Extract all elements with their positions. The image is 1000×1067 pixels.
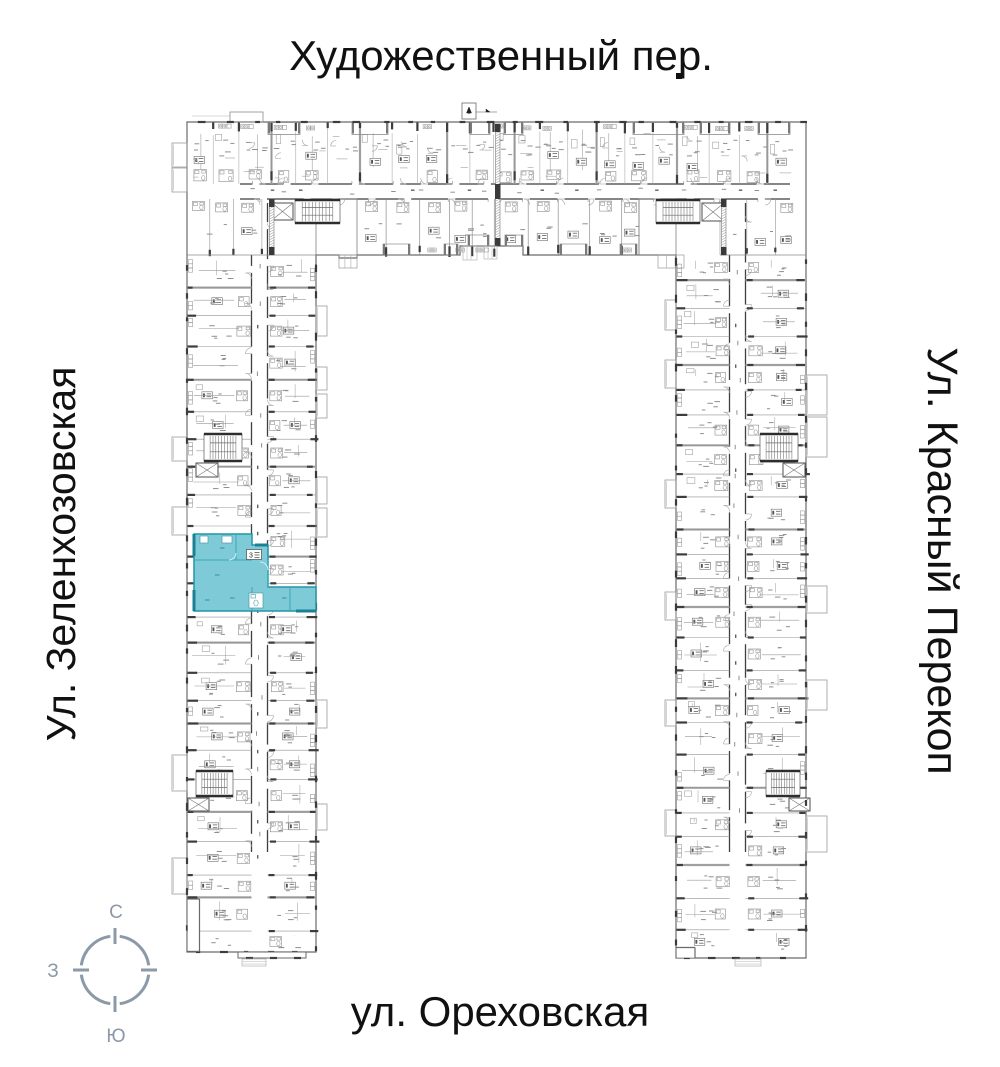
svg-text:З: З: [47, 961, 58, 982]
svg-text:Художественный пер.: Художественный пер.: [289, 32, 713, 79]
svg-text:Ю: Ю: [106, 1026, 125, 1047]
svg-text:3: 3: [249, 553, 253, 560]
svg-text:ул. Ореховская: ул. Ореховская: [351, 988, 650, 1035]
svg-text:Ул. Красный Перекоп: Ул. Красный Перекоп: [918, 347, 966, 775]
svg-text:С: С: [109, 902, 123, 923]
svg-text:Ул. Зеленхозовская: Ул. Зеленхозовская: [38, 367, 84, 742]
